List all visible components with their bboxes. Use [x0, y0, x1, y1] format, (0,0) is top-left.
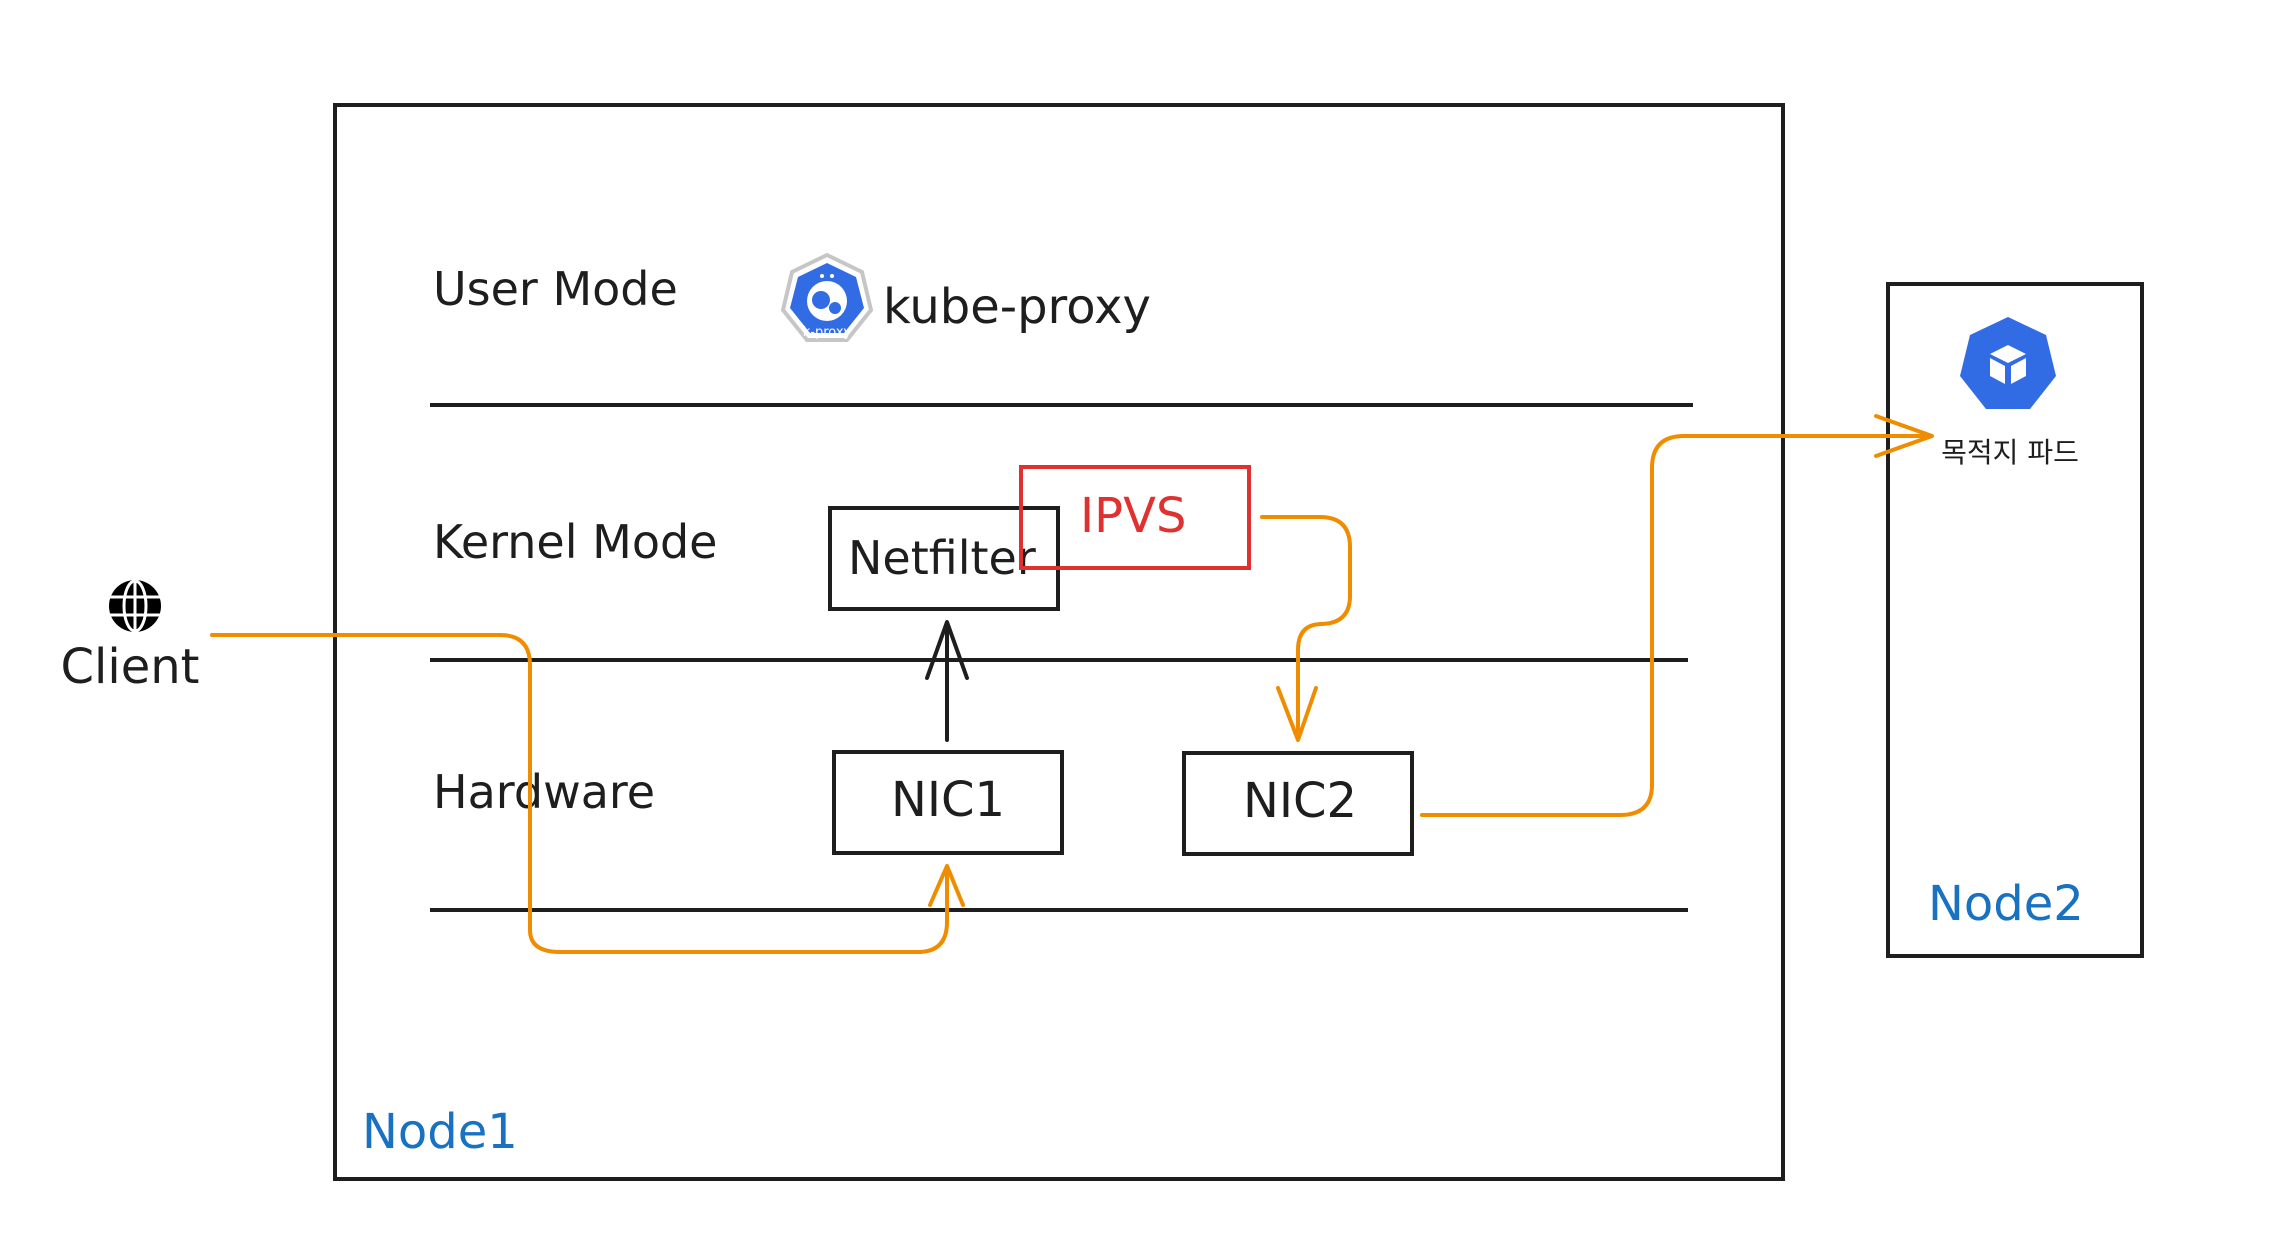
node1-box: [333, 103, 1785, 1181]
nic1-box: [832, 750, 1064, 855]
globe-icon: [109, 579, 161, 633]
nic1-label: NIC1: [891, 772, 1005, 828]
client-to-nic1-flow: [210, 633, 949, 954]
nic2-to-pod-flow: [1420, 434, 1932, 817]
ipvs-label: IPVS: [1080, 488, 1186, 544]
nic2-to-pod-arrowhead: [1874, 414, 1934, 458]
client-label: Client: [61, 639, 200, 695]
destination-pod-label: 목적지 파드: [1941, 436, 2079, 469]
kube-proxy-badge-text: k-proxy: [803, 325, 852, 340]
kube-proxy-logo-icon: k-proxy: [780, 252, 874, 342]
kube-proxy-label: kube-proxy: [883, 279, 1151, 335]
netfilter-box: [828, 506, 1060, 611]
node1-label: Node1: [362, 1104, 518, 1160]
nic2-box: [1182, 751, 1414, 856]
nic1-to-netfilter-arrow: [925, 620, 969, 742]
ipvs-to-nic2-arrowhead: [1276, 686, 1318, 742]
node2-box: [1886, 282, 2144, 958]
kubernetes-pod-icon: [1960, 317, 2056, 409]
nic2-label: NIC2: [1243, 773, 1357, 829]
user-mode-label: User Mode: [433, 262, 678, 316]
node2-label: Node2: [1928, 876, 2084, 932]
netfilter-label: Netfilter: [848, 531, 1036, 585]
client-to-nic1-arrowhead: [928, 864, 965, 907]
ipvs-to-nic2-flow: [1260, 515, 1352, 738]
ipvs-box: [1019, 465, 1251, 570]
hardware-label: Hardware: [433, 765, 655, 819]
kernel-mode-label: Kernel Mode: [433, 515, 717, 569]
